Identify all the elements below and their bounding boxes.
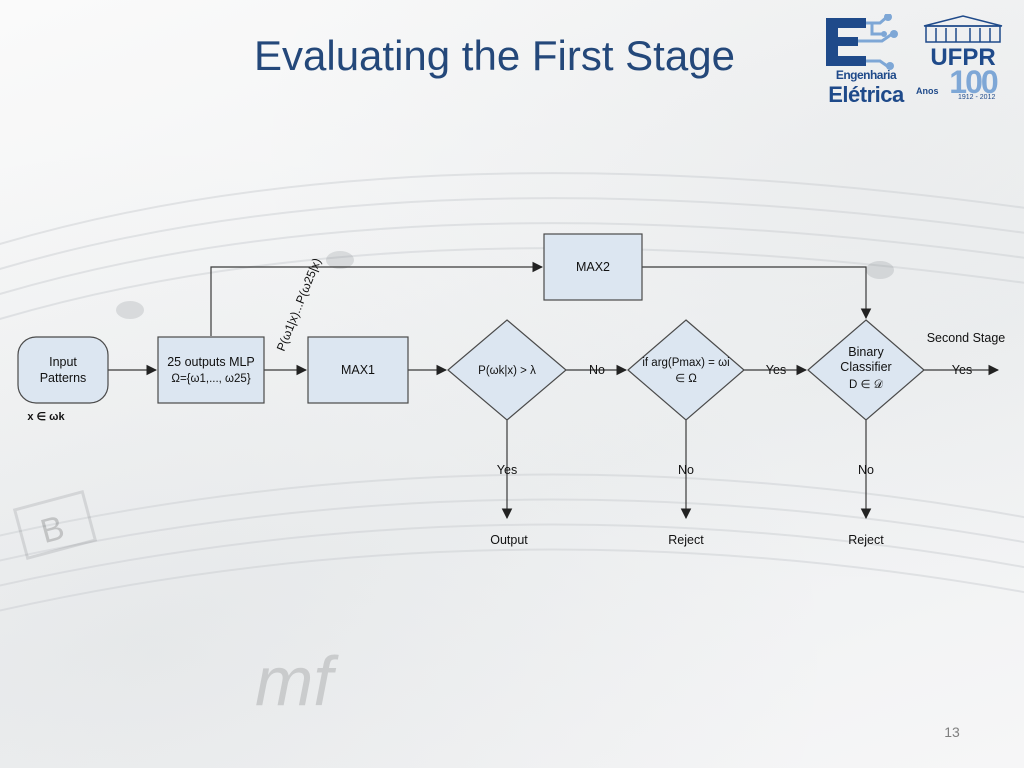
ufpr-100-logo: UFPR 100 Anos 1912 - 2012 — [914, 14, 1012, 110]
arg-diamond — [627, 319, 745, 421]
slide-title: Evaluating the First Stage — [254, 32, 735, 79]
building-icon — [923, 15, 1003, 43]
binary-classifier-diamond — [807, 319, 925, 421]
output-label: Output — [490, 533, 528, 547]
reject-label-1: Reject — [668, 533, 704, 547]
input-note: x ∈ ωk — [27, 411, 65, 423]
max1-box — [307, 336, 409, 404]
input-box-line2: Patterns — [40, 371, 87, 385]
circuit-e-icon — [826, 14, 898, 70]
connectors — [108, 261, 1000, 520]
threshold-diamond — [447, 319, 567, 421]
arg-label-line1: if arg(Pmax) = ωi — [642, 357, 729, 369]
svg-text:mf: mf — [255, 642, 339, 720]
label-no-arg-down: No — [678, 463, 694, 477]
engenharia-eletrica-logo: Engenharia Elétrica — [822, 14, 910, 110]
logo-word-engenharia: Engenharia — [835, 68, 897, 82]
label-no-threshold: No — [589, 363, 605, 377]
logo-word-eletrica: Elétrica — [828, 82, 904, 107]
label-yes-binary: Yes — [952, 363, 972, 377]
arrow-max2-to-binary — [642, 266, 872, 320]
max2-box — [543, 233, 643, 301]
threshold-label: P(ωk|x) > λ — [478, 365, 536, 377]
logo-word-anos: Anos — [916, 86, 939, 96]
page-number: 13 — [944, 724, 960, 740]
second-stage-label: Second Stage — [927, 331, 1006, 345]
max2-label: MAX2 — [576, 260, 610, 274]
mlp-box-line2: Ω={ω1,..., ω25} — [171, 373, 250, 385]
mlp-box — [157, 336, 265, 404]
label-yes-arg: Yes — [766, 363, 786, 377]
arrow-mlp-to-max2 — [210, 261, 544, 336]
binary-label-line1: Binary — [848, 345, 884, 359]
label-no-binary-down: No — [858, 463, 874, 477]
label-yes-down: Yes — [497, 463, 517, 477]
arg-label-line2: ∈ Ω — [675, 373, 697, 385]
input-box-line1: Input — [49, 355, 77, 369]
logo-word-ufpr: UFPR — [930, 44, 996, 71]
mlp-box-line1: 25 outputs MLP — [167, 355, 255, 369]
binary-label-line3: D ∈ 𝒟 — [849, 379, 884, 391]
binary-label-line2: Classifier — [840, 360, 891, 374]
input-patterns-box — [17, 336, 109, 404]
logo-years: 1912 - 2012 — [958, 94, 996, 101]
max1-label: MAX1 — [341, 363, 375, 377]
reject-label-2: Reject — [848, 533, 884, 547]
logo-number-100: 100 — [949, 64, 998, 100]
